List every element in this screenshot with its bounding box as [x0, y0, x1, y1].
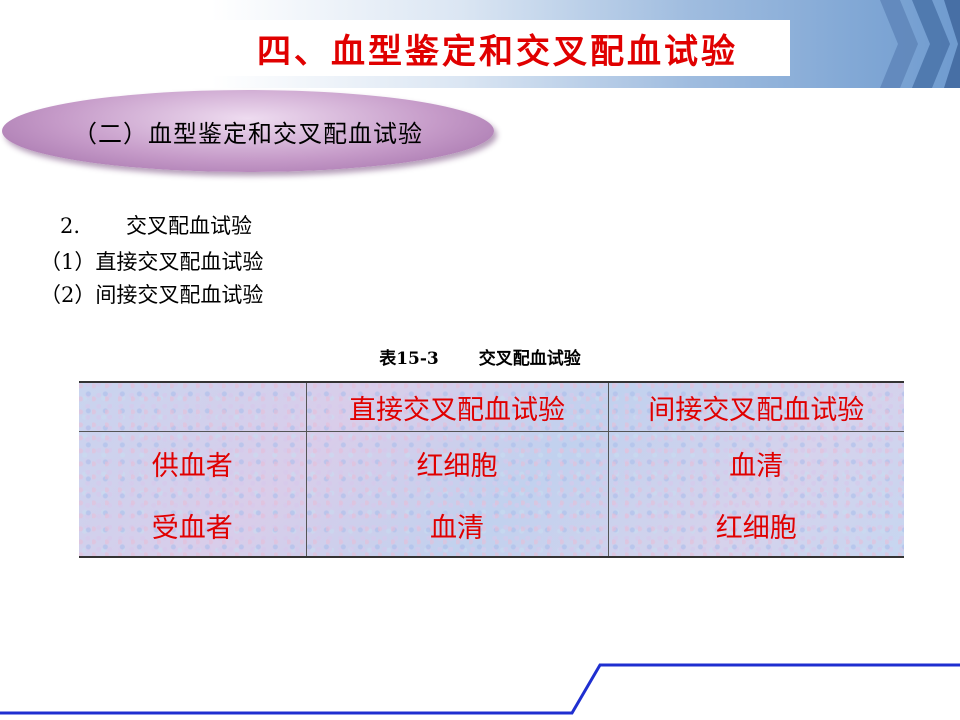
- item-number: 2.: [60, 214, 81, 238]
- content-item: 2. 交叉配血试验: [60, 210, 252, 240]
- section-heading-ellipse: （二）血型鉴定和交叉配血试验: [2, 90, 494, 172]
- footer-decoration-line: [0, 663, 960, 715]
- table-cell: 红细胞: [305, 431, 609, 494]
- sub-item-direct: （1）直接交叉配血试验: [40, 250, 264, 274]
- sub-item-indirect: （2）间接交叉配血试验: [40, 283, 264, 307]
- section-heading: （二）血型鉴定和交叉配血试验: [73, 119, 423, 148]
- table-cell: 红细胞: [607, 494, 904, 557]
- table-header-cell: [79, 382, 307, 432]
- table-cell: 血清: [607, 431, 904, 494]
- slide-title-box: 四、血型鉴定和交叉配血试验: [205, 20, 790, 76]
- table-caption-title: 交叉配血试验: [478, 349, 581, 369]
- table-cell: 血清: [305, 494, 609, 557]
- item-text: 交叉配血试验: [126, 214, 252, 238]
- crossmatch-table: 直接交叉配血试验 间接交叉配血试验 供血者 红细胞 血清 受血者 血清 红细胞: [79, 381, 904, 558]
- table-caption: 表15-3 交叉配血试验: [0, 344, 960, 369]
- table-row-label: 受血者: [79, 494, 307, 557]
- slide-title: 四、血型鉴定和交叉配血试验: [257, 31, 738, 72]
- table-header-cell: 间接交叉配血试验: [607, 382, 904, 432]
- table-row: 供血者 红细胞 血清: [79, 431, 904, 494]
- table-row-label: 供血者: [79, 431, 307, 494]
- chevron-arrows-icon: [880, 0, 960, 88]
- table-row: 受血者 血清 红细胞: [79, 494, 904, 557]
- table-header-row: 直接交叉配血试验 间接交叉配血试验: [79, 382, 904, 432]
- table-caption-number: 表15-3: [379, 349, 439, 369]
- table-header-cell: 直接交叉配血试验: [305, 382, 609, 432]
